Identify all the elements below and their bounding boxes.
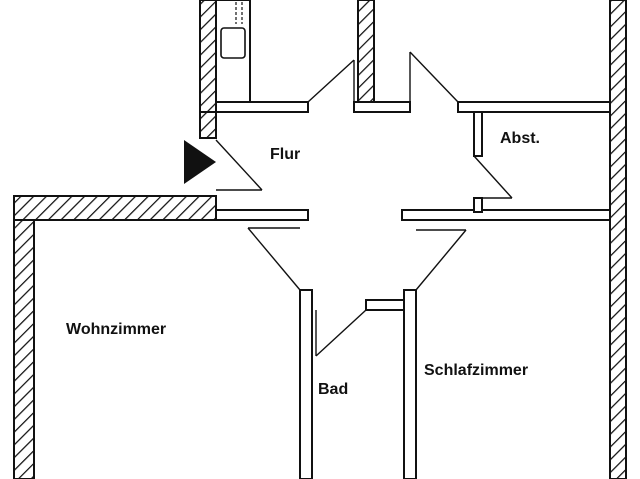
- room-label-schlafzimmer: Schlafzimmer: [424, 362, 528, 379]
- door-kitchen: [307, 59, 355, 103]
- right-exterior-wall: [609, 0, 627, 479]
- flur-left-wall: [199, 111, 217, 139]
- door-wohnzimmer: [247, 227, 301, 291]
- left-exterior-wall: [13, 195, 35, 479]
- room-label-wohnzimmer: Wohnzimmer: [66, 321, 166, 338]
- door-bad: [315, 309, 367, 357]
- door-schlafzimmer: [415, 229, 467, 291]
- kitchen-right-wall: [357, 0, 375, 109]
- door-abst: [473, 155, 513, 199]
- room-label-bad: Bad: [318, 381, 348, 398]
- bad-left-wall: [299, 289, 313, 479]
- flur-bottom-wall-left: [215, 209, 309, 221]
- abst-left-wall: [473, 111, 483, 157]
- flur-top-wall-center: [353, 101, 411, 113]
- kitchen-counter: [215, 0, 251, 103]
- sink-icon: [220, 27, 246, 59]
- abst-top-wall: [457, 101, 611, 113]
- wohnzimmer-top-wall: [13, 195, 217, 221]
- entrance-arrow-icon: [184, 140, 216, 184]
- flur-bottom-wall-right: [401, 209, 611, 221]
- door-room-top-right: [409, 51, 459, 103]
- bad-top-wall: [365, 299, 405, 311]
- door-entrance: [215, 139, 263, 191]
- stove-icon: [235, 2, 243, 24]
- abst-bottom-wall: [473, 197, 483, 213]
- kitchen-bottom-wall-left: [215, 101, 309, 113]
- room-label-flur: Flur: [270, 146, 300, 163]
- room-label-abst: Abst.: [500, 130, 540, 147]
- bad-right-wall: [403, 289, 417, 479]
